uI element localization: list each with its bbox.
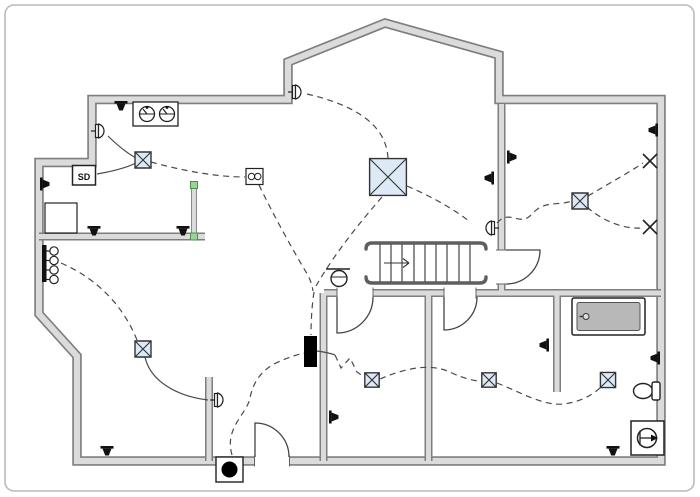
ceiling-light-large[interactable]: [367, 156, 409, 198]
ceiling-light[interactable]: [481, 372, 497, 388]
doors[interactable]: [254, 249, 541, 458]
cabinet[interactable]: [44, 202, 78, 234]
door-openings: [254, 249, 507, 467]
ceiling-light[interactable]: [364, 372, 380, 388]
selection-handle[interactable]: [190, 181, 198, 189]
exhaust-fan[interactable]: [630, 420, 665, 456]
toilet[interactable]: [632, 381, 661, 401]
smoke-detector[interactable]: SD: [71, 164, 97, 186]
ceiling-light[interactable]: [134, 151, 152, 169]
stair-treads: [379, 244, 471, 282]
bathtub[interactable]: [571, 297, 646, 336]
double-outlet-unit[interactable]: [132, 101, 179, 127]
round-wall-fixture[interactable]: [326, 268, 350, 288]
door-swing: [505, 249, 541, 285]
door-swing: [336, 296, 374, 334]
ceiling-light[interactable]: [571, 192, 589, 210]
ceiling-light[interactable]: [134, 340, 152, 358]
floor-junction-box[interactable]: [215, 456, 244, 483]
duplex-outlet-box[interactable]: [245, 167, 264, 186]
interior-walls[interactable]: [39, 104, 661, 461]
selection-handle[interactable]: [190, 232, 198, 241]
selected-wall[interactable]: [190, 181, 198, 241]
door-swing: [443, 296, 478, 331]
page-border: [4, 4, 695, 492]
electrical-panel[interactable]: [304, 336, 317, 367]
stair-direction-arrow: [384, 258, 410, 268]
staircase[interactable]: [364, 241, 488, 285]
door-swing: [254, 422, 290, 458]
wiring[interactable]: [60, 93, 644, 456]
smoke-detector-label: SD: [78, 172, 91, 182]
multi-hook-strip[interactable]: [42, 245, 59, 285]
ceiling-light[interactable]: [599, 371, 617, 389]
exterior-walls[interactable]: [34, 17, 666, 466]
